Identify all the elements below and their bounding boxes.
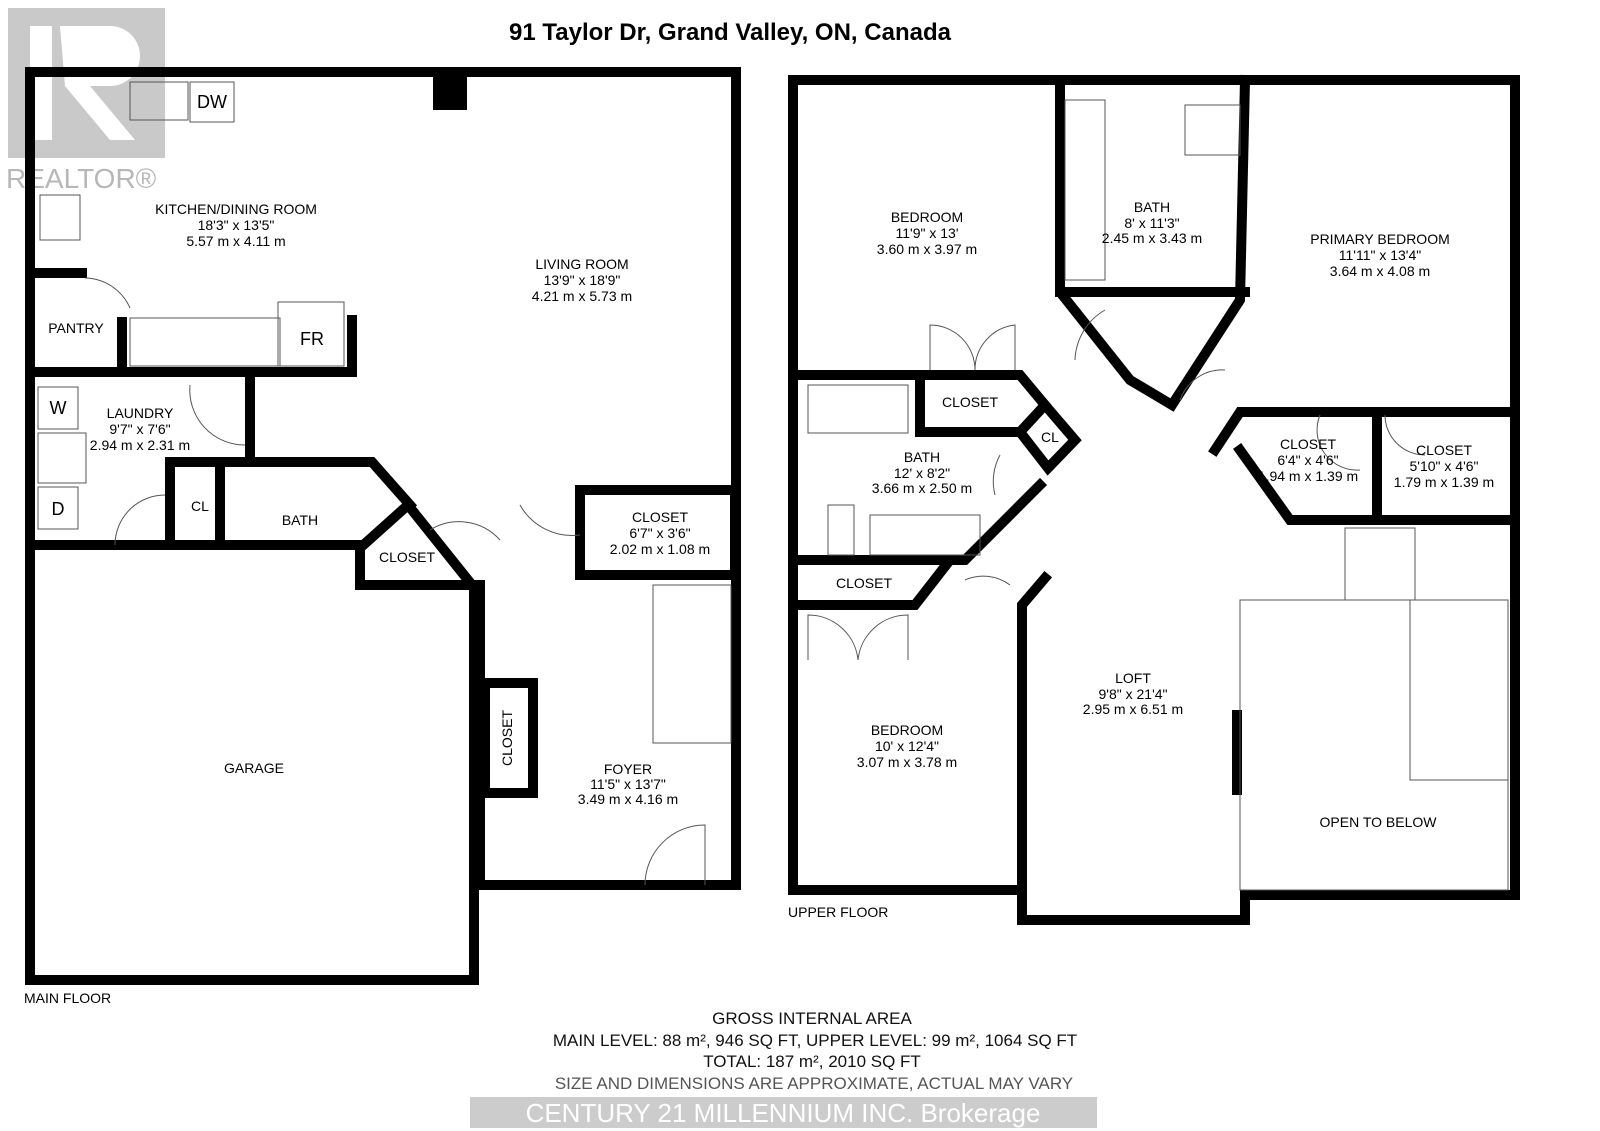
page-title: 91 Taylor Dr, Grand Valley, ON, Canada	[509, 19, 952, 46]
svg-text:CLOSET: CLOSET	[1416, 442, 1472, 458]
svg-text:6'7" x 3'6": 6'7" x 3'6"	[629, 525, 690, 541]
room-bath-upper: BATH 12' x 8'2" 3.66 m x 2.50 m	[872, 449, 972, 496]
svg-text:3.60 m x 3.97 m: 3.60 m x 3.97 m	[877, 241, 977, 257]
svg-text:9'8" x 21'4": 9'8" x 21'4"	[1099, 686, 1168, 702]
svg-text:FOYER: FOYER	[604, 761, 652, 777]
svg-text:11'5" x 13'7": 11'5" x 13'7"	[590, 776, 666, 792]
svg-text:1.94 m x 1.39 m: 1.94 m x 1.39 m	[1258, 468, 1358, 484]
room-closet-main: CLOSET	[379, 549, 435, 565]
svg-text:11'11" x 13'4": 11'11" x 13'4"	[1339, 247, 1422, 263]
room-living-room: LIVING ROOM 13'9" x 18'9" 4.21 m x 5.73 …	[532, 256, 632, 304]
svg-text:4.21 m x 5.73 m: 4.21 m x 5.73 m	[532, 288, 632, 304]
room-foyer: FOYER 11'5" x 13'7" 3.49 m x 4.16 m	[578, 761, 678, 807]
svg-text:KITCHEN/DINING ROOM: KITCHEN/DINING ROOM	[155, 201, 317, 217]
gross-area-total: TOTAL: 187 m², 2010 SQ FT	[703, 1052, 921, 1071]
svg-text:LAUNDRY: LAUNDRY	[107, 405, 174, 421]
dryer-label: D	[52, 499, 65, 519]
svg-text:BATH: BATH	[904, 449, 940, 465]
room-closet-upper-2: CLOSET 5'10" x 4'6" 1.79 m x 1.39 m	[1394, 442, 1494, 490]
svg-text:1.79 m x 1.39 m: 1.79 m x 1.39 m	[1394, 474, 1494, 490]
main-floor-fixtures	[37, 81, 732, 886]
svg-text:CLOSET: CLOSET	[632, 509, 688, 525]
open-to-below: OPEN TO BELOW	[1320, 814, 1438, 830]
upper-floor-fixtures	[807, 99, 1509, 891]
svg-text:6'4" x 4'6": 6'4" x 4'6"	[1277, 452, 1338, 468]
room-cl: CL	[191, 498, 209, 514]
upper-floor-walls	[788, 74, 1520, 925]
svg-text:2.02 m x 1.08 m: 2.02 m x 1.08 m	[610, 541, 710, 557]
room-primary-bedroom: PRIMARY BEDROOM 11'11" x 13'4" 3.64 m x …	[1310, 231, 1450, 279]
room-laundry: LAUNDRY 9'7" x 7'6" 2.94 m x 2.31 m	[90, 405, 190, 453]
svg-text:12' x 8'2": 12' x 8'2"	[894, 465, 950, 481]
svg-text:PRIMARY BEDROOM: PRIMARY BEDROOM	[1310, 231, 1450, 247]
room-pantry: PANTRY	[48, 320, 104, 336]
room-bedroom-1: BEDROOM 11'9" x 13' 3.60 m x 3.97 m	[877, 209, 977, 257]
room-closet-upper-a: CLOSET	[942, 394, 998, 410]
fridge-label: FR	[300, 329, 324, 349]
room-closet-upper-b: CLOSET	[836, 575, 892, 591]
svg-text:LIVING ROOM: LIVING ROOM	[535, 256, 628, 272]
room-garage: GARAGE	[224, 760, 284, 776]
svg-text:BATH: BATH	[1134, 199, 1170, 215]
svg-text:8' x 11'3": 8' x 11'3"	[1124, 215, 1179, 231]
svg-text:2.94 m x 2.31 m: 2.94 m x 2.31 m	[90, 437, 190, 453]
svg-text:3.07 m x 3.78 m: 3.07 m x 3.78 m	[857, 754, 957, 770]
svg-text:BEDROOM: BEDROOM	[871, 722, 943, 738]
gross-area-levels: MAIN LEVEL: 88 m², 946 SQ FT, UPPER LEVE…	[553, 1031, 1077, 1050]
room-bath-main: BATH	[282, 512, 318, 528]
room-closet-foyer: CLOSET 6'7" x 3'6" 2.02 m x 1.08 m	[610, 509, 710, 557]
dishwasher-label: DW	[197, 92, 227, 112]
room-kitchen-dining: KITCHEN/DINING ROOM 18'3" x 13'5" 5.57 m…	[155, 201, 317, 249]
svg-text:CLOSET: CLOSET	[1280, 436, 1336, 452]
brokerage-watermark: CENTURY 21 MILLENNIUM INC. Brokerage	[526, 1098, 1041, 1128]
brokerage-watermark-band	[470, 1097, 1097, 1128]
svg-text:3.64 m x 4.08 m: 3.64 m x 4.08 m	[1330, 263, 1430, 279]
disclaimer: SIZE AND DIMENSIONS ARE APPROXIMATE, ACT…	[555, 1074, 1073, 1093]
svg-text:11'9" x 13': 11'9" x 13'	[896, 225, 959, 241]
main-floor-label: MAIN FLOOR	[24, 990, 111, 1006]
svg-text:5'10" x 4'6": 5'10" x 4'6"	[1410, 458, 1479, 474]
room-bedroom-2: BEDROOM 10' x 12'4" 3.07 m x 3.78 m	[857, 722, 957, 770]
gross-area-heading: GROSS INTERNAL AREA	[712, 1009, 912, 1028]
room-closet-upper-1: CLOSET 6'4" x 4'6" 1.94 m x 1.39 m	[1258, 436, 1358, 484]
room-closet-vertical: CLOSET	[499, 710, 515, 766]
svg-text:9'7" x 7'6": 9'7" x 7'6"	[109, 421, 170, 437]
main-floor-walls	[25, 67, 741, 985]
svg-text:13'9" x 18'9": 13'9" x 18'9"	[544, 272, 621, 288]
room-loft: LOFT 9'8" x 21'4" 2.95 m x 6.51 m	[1083, 670, 1183, 717]
svg-text:3.49 m x 4.16 m: 3.49 m x 4.16 m	[578, 791, 678, 807]
svg-text:2.95 m x 6.51 m: 2.95 m x 6.51 m	[1083, 701, 1183, 717]
upper-floor-label: UPPER FLOOR	[788, 904, 888, 920]
svg-text:18'3" x 13'5": 18'3" x 13'5"	[198, 217, 275, 233]
room-bath-ensuite: BATH 8' x 11'3" 2.45 m x 3.43 m	[1102, 199, 1202, 246]
svg-text:3.66 m x 2.50 m: 3.66 m x 2.50 m	[872, 480, 972, 496]
svg-text:BEDROOM: BEDROOM	[891, 209, 963, 225]
washer-label: W	[50, 398, 67, 418]
svg-text:5.57 m x 4.11 m: 5.57 m x 4.11 m	[186, 233, 285, 249]
svg-text:LOFT: LOFT	[1115, 670, 1151, 686]
room-cl-upper: CL	[1041, 429, 1059, 445]
svg-text:10' x 12'4": 10' x 12'4"	[875, 738, 939, 754]
svg-text:2.45 m x 3.43 m: 2.45 m x 3.43 m	[1102, 230, 1202, 246]
